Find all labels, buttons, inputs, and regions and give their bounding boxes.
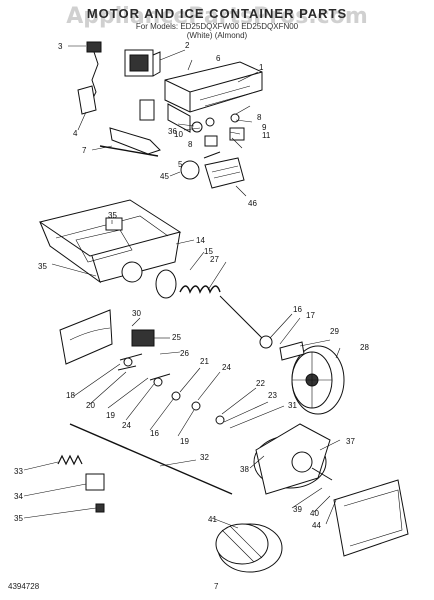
doc-number: 4394728 — [8, 582, 40, 591]
callout-41: 41 — [208, 515, 217, 524]
callout-37: 37 — [346, 437, 355, 446]
callout-40: 40 — [310, 509, 319, 518]
callout-3: 3 — [58, 42, 63, 51]
callout-35a: 35 — [14, 514, 23, 523]
callout-9: 9 — [262, 123, 267, 132]
model-color-note: (White) (Almond) — [186, 31, 248, 40]
ice-container — [38, 199, 182, 284]
callout-21: 21 — [200, 357, 209, 366]
callout-8b: 8 — [188, 140, 193, 149]
motor-37 — [253, 423, 333, 495]
callout-22: 22 — [256, 379, 265, 388]
callout-26: 26 — [180, 349, 189, 358]
callout-17: 17 — [306, 311, 315, 320]
bracket-34 — [85, 473, 105, 513]
callout-6: 6 — [216, 54, 221, 63]
callout-35b: 35 — [38, 262, 47, 271]
leader-lines — [23, 45, 341, 529]
callout-15: 15 — [204, 247, 213, 256]
callout-16a: 16 — [293, 305, 302, 314]
auger-coil-27 — [155, 269, 273, 349]
callout-32: 32 — [200, 453, 209, 462]
small-parts-cluster — [139, 99, 245, 180]
callout-labels: 1 2 3 4 5 6 7 8 8 9 10 11 14 15 16 16 17… — [14, 41, 369, 530]
callout-31: 31 — [288, 401, 297, 410]
callout-35c: 35 — [108, 211, 117, 220]
control-housing — [164, 61, 263, 133]
callout-46: 46 — [248, 199, 257, 208]
callout-24a: 24 — [122, 421, 131, 430]
model-line: For Models: ED25DQXFW00 ED25DQXFN00 — [135, 22, 299, 31]
bracket-29 — [279, 341, 305, 361]
callout-8a: 8 — [257, 113, 262, 122]
watermark: AppliancePartsPros.com — [66, 4, 368, 29]
spring-33 — [57, 454, 83, 466]
crusher-blade-assembly — [59, 309, 225, 425]
callout-34: 34 — [14, 492, 23, 501]
callout-29: 29 — [330, 327, 339, 336]
bracket-4 — [77, 85, 97, 115]
callout-28: 28 — [360, 343, 369, 352]
cover-46 — [204, 157, 245, 189]
fan-shroud-44 — [333, 479, 409, 557]
callout-39: 39 — [293, 505, 302, 514]
motor-mount-41 — [215, 523, 283, 573]
callout-5: 5 — [178, 160, 183, 169]
callout-20: 20 — [86, 401, 95, 410]
callout-11: 11 — [262, 131, 271, 140]
harness-7 — [99, 127, 161, 157]
motor-switch — [124, 49, 161, 77]
callout-19b: 19 — [180, 437, 189, 446]
callout-44: 44 — [312, 521, 321, 530]
callout-27: 27 — [210, 255, 219, 264]
callout-10: 10 — [174, 130, 183, 139]
callout-16b: 16 — [150, 429, 159, 438]
callout-2: 2 — [185, 41, 190, 50]
callout-33: 33 — [14, 467, 23, 476]
callout-7: 7 — [82, 146, 87, 155]
rod-32 — [69, 423, 233, 495]
callout-19a: 19 — [106, 411, 115, 420]
callout-24b: 24 — [222, 363, 231, 372]
callout-25: 25 — [172, 333, 181, 342]
callout-36: 36 — [168, 127, 177, 136]
page-number: 7 — [214, 582, 219, 591]
callout-30: 30 — [132, 309, 141, 318]
callout-45: 45 — [160, 172, 169, 181]
diagram-title: MOTOR AND ICE CONTAINER PARTS — [86, 6, 348, 21]
callout-38: 38 — [240, 465, 249, 474]
callout-18: 18 — [66, 391, 75, 400]
callout-23: 23 — [268, 391, 277, 400]
callout-14: 14 — [196, 236, 205, 245]
drive-wheel-28 — [291, 345, 345, 415]
callout-1: 1 — [259, 63, 264, 72]
callout-4: 4 — [73, 129, 78, 138]
